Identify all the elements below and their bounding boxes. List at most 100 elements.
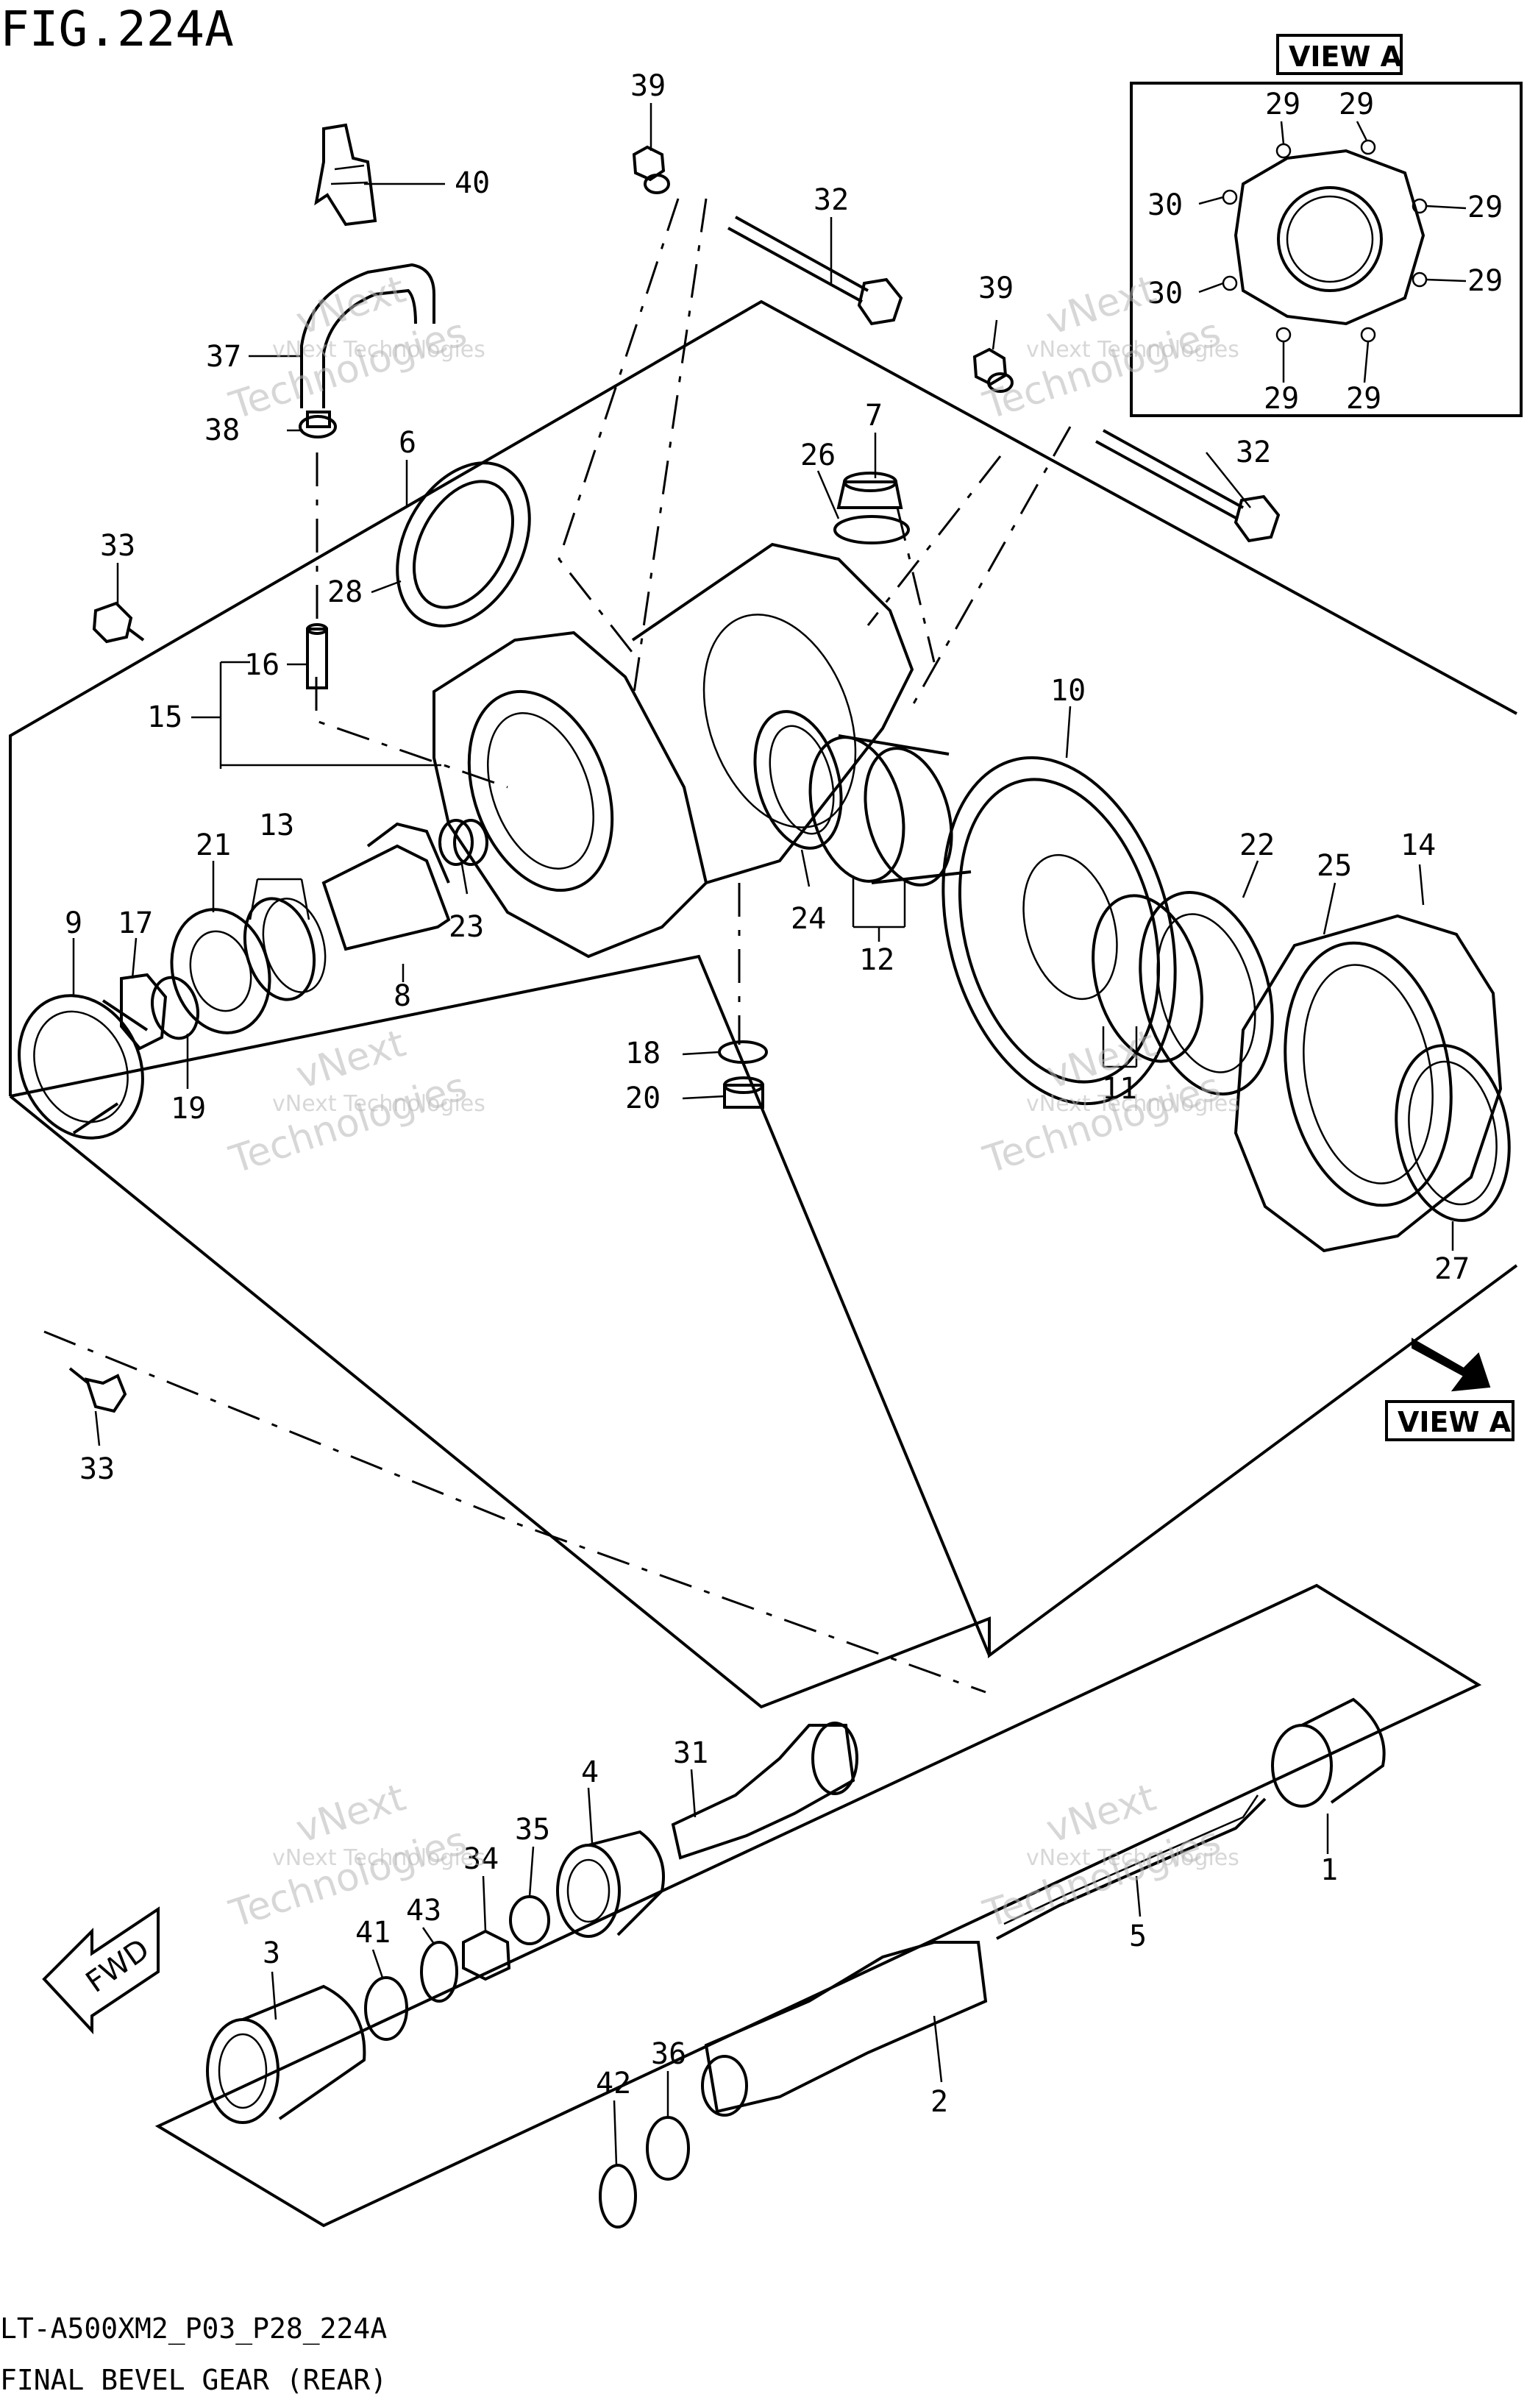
callout-label: 13 xyxy=(259,809,294,842)
callout-label: 32 xyxy=(1236,436,1271,469)
part-joint-3 xyxy=(206,1984,366,2124)
footer-name: FINAL BEVEL GEAR (REAR) xyxy=(0,2364,387,2396)
view-a-label: 29 xyxy=(1265,88,1300,121)
part-drain-plug xyxy=(723,1076,764,1109)
part-bearing-sleeve xyxy=(808,734,972,887)
part-hose xyxy=(300,263,435,408)
view-a-label: 29 xyxy=(1264,382,1299,416)
callout-label: 28 xyxy=(327,575,363,609)
part-gear-case xyxy=(433,542,914,959)
callout-label: 23 xyxy=(449,910,484,944)
view-a-inset: VIEW A 29 29 30 29 30 29 29 29 xyxy=(1130,34,1523,417)
view-a-label: 29 xyxy=(1339,88,1374,121)
part-spring-5 xyxy=(996,1794,1267,1940)
callout-label: 24 xyxy=(791,902,826,936)
view-a-label: 29 xyxy=(1467,264,1503,298)
callout-label: 39 xyxy=(630,69,666,103)
watermark-line: vNext Technologies xyxy=(272,1845,485,1871)
view-a-label: 29 xyxy=(1346,382,1381,416)
part-ring-36 xyxy=(646,2116,690,2181)
leader-lines xyxy=(72,103,1454,2166)
callout-label: 35 xyxy=(515,1813,550,1847)
watermark-line: vNext Technologies xyxy=(1026,1845,1239,1871)
watermark-line: vNext Technologies xyxy=(272,1091,485,1117)
part-bolt-small xyxy=(68,1367,127,1413)
shaft-frame xyxy=(154,1583,1482,2228)
callout-label: 22 xyxy=(1239,828,1275,862)
watermark: vNext Technologies vNext Technologies vN… xyxy=(224,267,1239,1936)
part-clamp xyxy=(299,411,337,438)
callout-label: 38 xyxy=(204,413,240,447)
part-ring-41 xyxy=(364,1976,408,2041)
callout-label: 11 xyxy=(1102,1072,1137,1106)
view-a-ref-label: VIEW A xyxy=(1398,1406,1512,1438)
callout-label: 21 xyxy=(196,828,231,862)
view-a-label: 30 xyxy=(1147,277,1183,310)
callout-label: 17 xyxy=(118,906,153,940)
callout-label: 39 xyxy=(978,271,1014,305)
callout-label: 7 xyxy=(865,399,883,433)
callout-label: 19 xyxy=(171,1092,206,1126)
callout-label: 37 xyxy=(206,340,241,374)
part-oil-seal xyxy=(396,461,531,628)
part-clip-42 xyxy=(599,2164,637,2228)
callout-label: 12 xyxy=(859,943,894,977)
footer-code: LT-A500XM2_P03_P28_224A xyxy=(0,2312,387,2345)
view-a-label: 29 xyxy=(1467,191,1503,224)
part-pinion-race xyxy=(438,819,474,866)
view-a-reference: VIEW A xyxy=(1385,1338,1514,1441)
part-nut-right xyxy=(972,347,1014,393)
callout-label: 33 xyxy=(100,529,135,563)
callout-label: 5 xyxy=(1129,1919,1147,1953)
part-nut-top xyxy=(632,145,670,194)
callout-label: 3 xyxy=(263,1936,280,1970)
callout-label: 20 xyxy=(625,1082,661,1115)
part-breather xyxy=(306,452,328,689)
callout-label: 31 xyxy=(673,1736,708,1770)
fwd-arrow: FWD xyxy=(42,1906,160,2035)
part-bolt-small xyxy=(92,601,145,644)
main-frame xyxy=(9,299,1518,1709)
callout-label: 14 xyxy=(1400,828,1436,862)
part-bolt-top xyxy=(727,216,903,326)
callout-label: 40 xyxy=(455,166,490,200)
callout-label: 18 xyxy=(625,1037,661,1070)
part-washer-35 xyxy=(509,1895,550,1945)
part-bearing-cover xyxy=(1234,914,1503,1253)
callout-label: 10 xyxy=(1050,674,1086,708)
callout-labels: 39 40 32 37 38 6 39 7 26 32 33 28 16 15 … xyxy=(65,69,1470,2119)
callout-label: 6 xyxy=(399,426,416,460)
part-damper-4 xyxy=(556,1830,665,1938)
part-shaft-31 xyxy=(671,1722,858,1860)
figure-title: FIG.224A xyxy=(0,1,234,57)
callout-label: 2 xyxy=(930,2085,948,2119)
part-pinion-nut xyxy=(120,973,199,1051)
view-a-title: VIEW A xyxy=(1289,40,1403,73)
callout-label: 25 xyxy=(1317,849,1352,883)
part-bearing xyxy=(1092,890,1274,1096)
callout-label: 16 xyxy=(244,648,280,682)
part-bolt-right xyxy=(1095,429,1281,543)
callout-label: 1 xyxy=(1320,1853,1338,1887)
part-race xyxy=(753,710,843,850)
part-plug xyxy=(833,472,910,544)
callout-label: 8 xyxy=(394,979,411,1013)
callout-label: 27 xyxy=(1434,1252,1470,1286)
watermark-line: vNext Technologies xyxy=(272,337,485,363)
part-pinion-bearing xyxy=(170,908,271,1034)
callout-label: 33 xyxy=(79,1452,115,1486)
part-shaft-2 xyxy=(701,1941,988,2117)
view-a-label: 30 xyxy=(1147,188,1183,222)
callout-label: 43 xyxy=(406,1894,441,1928)
callout-label: 9 xyxy=(65,906,82,940)
callout-label: 41 xyxy=(355,1916,391,1950)
callout-label: 42 xyxy=(596,2067,631,2100)
part-coupling xyxy=(18,994,149,1140)
part-clip xyxy=(314,123,377,227)
part-joint-1 xyxy=(1271,1697,1386,1808)
part-clip-43 xyxy=(420,1941,458,2003)
watermark-line: vNext Technologies xyxy=(1026,337,1239,363)
callout-label: 4 xyxy=(581,1755,599,1789)
callout-label: 36 xyxy=(651,2037,686,2071)
